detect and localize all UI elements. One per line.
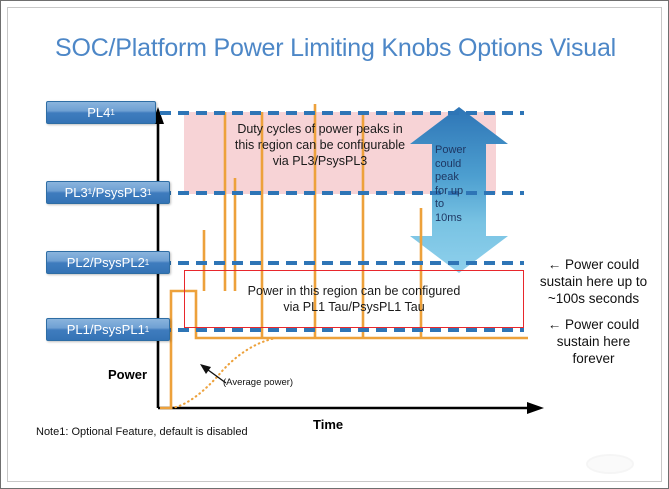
average-power-annotation: (Average power) xyxy=(223,377,294,388)
footnote-marker-pl2: 1 xyxy=(144,258,150,267)
footnote-marker-pl1: 1 xyxy=(144,325,150,334)
footnote-text: Note1: Optional Feature, default is disa… xyxy=(36,426,248,438)
page-title: SOC/Platform Power Limiting Knobs Option… xyxy=(54,34,617,62)
slide-inner-frame: SOC/Platform Power Limiting Knobs Option… xyxy=(7,7,662,482)
callout-sustain-100s: ← Power could sustain here up to ~100s s… xyxy=(539,257,648,306)
footnote-marker-pl3: 1 xyxy=(146,188,152,197)
peak-duration-text: Power could peak for up to 10ms xyxy=(435,144,467,224)
pl1-tau-region-box xyxy=(184,270,524,328)
y-axis-label: Power xyxy=(108,367,148,382)
threshold-label-pl2-text: PL2/PsysPL2 xyxy=(66,255,145,270)
threshold-line-pl4 xyxy=(160,111,524,115)
duty-cycle-region-text: Duty cycles of power peaks in this regio… xyxy=(234,122,406,168)
average-power-curve xyxy=(169,336,278,410)
threshold-line-pl2 xyxy=(160,261,524,265)
threshold-label-pl4-text: PL4 xyxy=(87,105,111,120)
x-axis-arrowhead xyxy=(527,402,544,414)
threshold-line-pl1 xyxy=(160,328,524,332)
threshold-label-pl3-text: PL3¹/PsysPL3 xyxy=(64,185,147,200)
footnote-marker-pl4: 1 xyxy=(110,108,115,117)
threshold-line-pl3 xyxy=(160,191,524,195)
power-waveform xyxy=(160,289,528,410)
watermark-logo xyxy=(586,454,634,474)
power-diagram-svg xyxy=(152,104,544,414)
x-axis-label: Time xyxy=(313,417,344,432)
average-power-pointer-arrow xyxy=(200,364,227,384)
threshold-label-pl1-text: PL1/PsysPL1 xyxy=(66,322,145,337)
peak-duration-double-arrow xyxy=(410,107,508,273)
callout-sustain-forever: ← Power could sustain here forever xyxy=(547,317,640,366)
pl1-tau-region-text: Power in this region can be configured v… xyxy=(247,284,461,314)
